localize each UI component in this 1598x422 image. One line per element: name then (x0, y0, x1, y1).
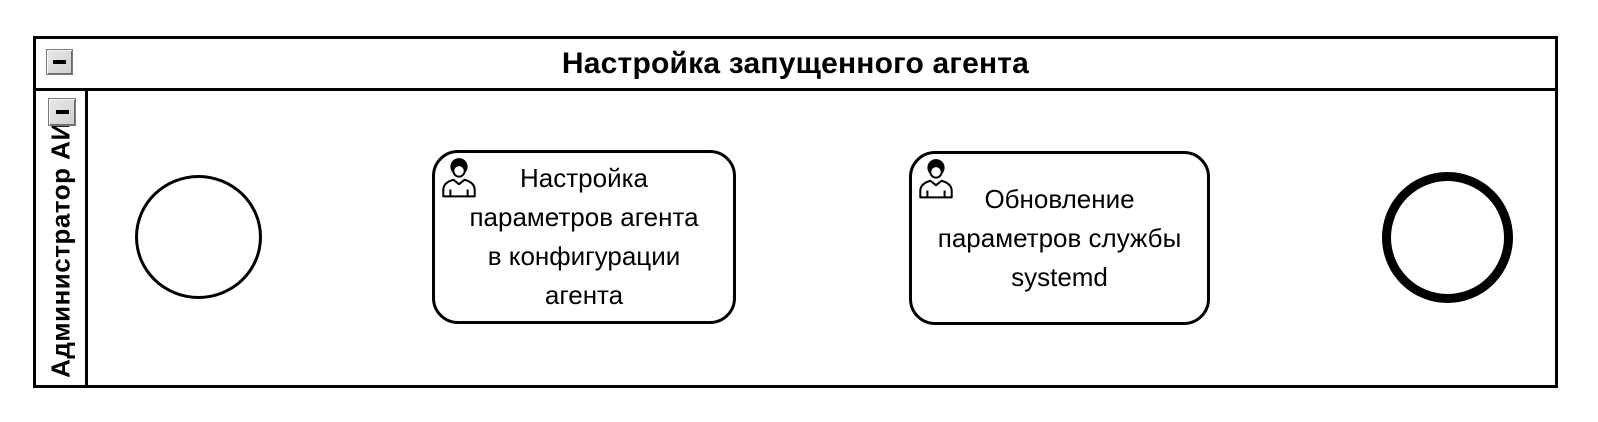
end-event[interactable] (1382, 172, 1513, 303)
minus-icon (55, 110, 69, 114)
pool: Настройка запущенного агента Администрат… (33, 36, 1558, 388)
pool-title: Настройка запущенного агента (561, 46, 1030, 80)
user-icon (442, 158, 476, 198)
lane-collapse-button[interactable] (48, 98, 76, 126)
lane-label: Администратор АИС (45, 101, 75, 378)
lane-header[interactable]: Администратор АИС (36, 91, 88, 388)
task-label: Обновление параметров службы systemd (937, 183, 1182, 292)
pool-collapse-button[interactable] (46, 49, 73, 75)
start-event[interactable] (135, 175, 262, 299)
pool-header: Настройка запущенного агента (36, 39, 1555, 91)
task-label: Настройка параметров агента в конфигурац… (469, 163, 699, 310)
minus-icon (53, 60, 66, 64)
task-update-systemd-params[interactable]: Обновление параметров службы systemd (909, 151, 1210, 325)
task-configure-agent-params[interactable]: Настройка параметров агента в конфигурац… (432, 150, 736, 324)
user-icon (919, 159, 953, 199)
